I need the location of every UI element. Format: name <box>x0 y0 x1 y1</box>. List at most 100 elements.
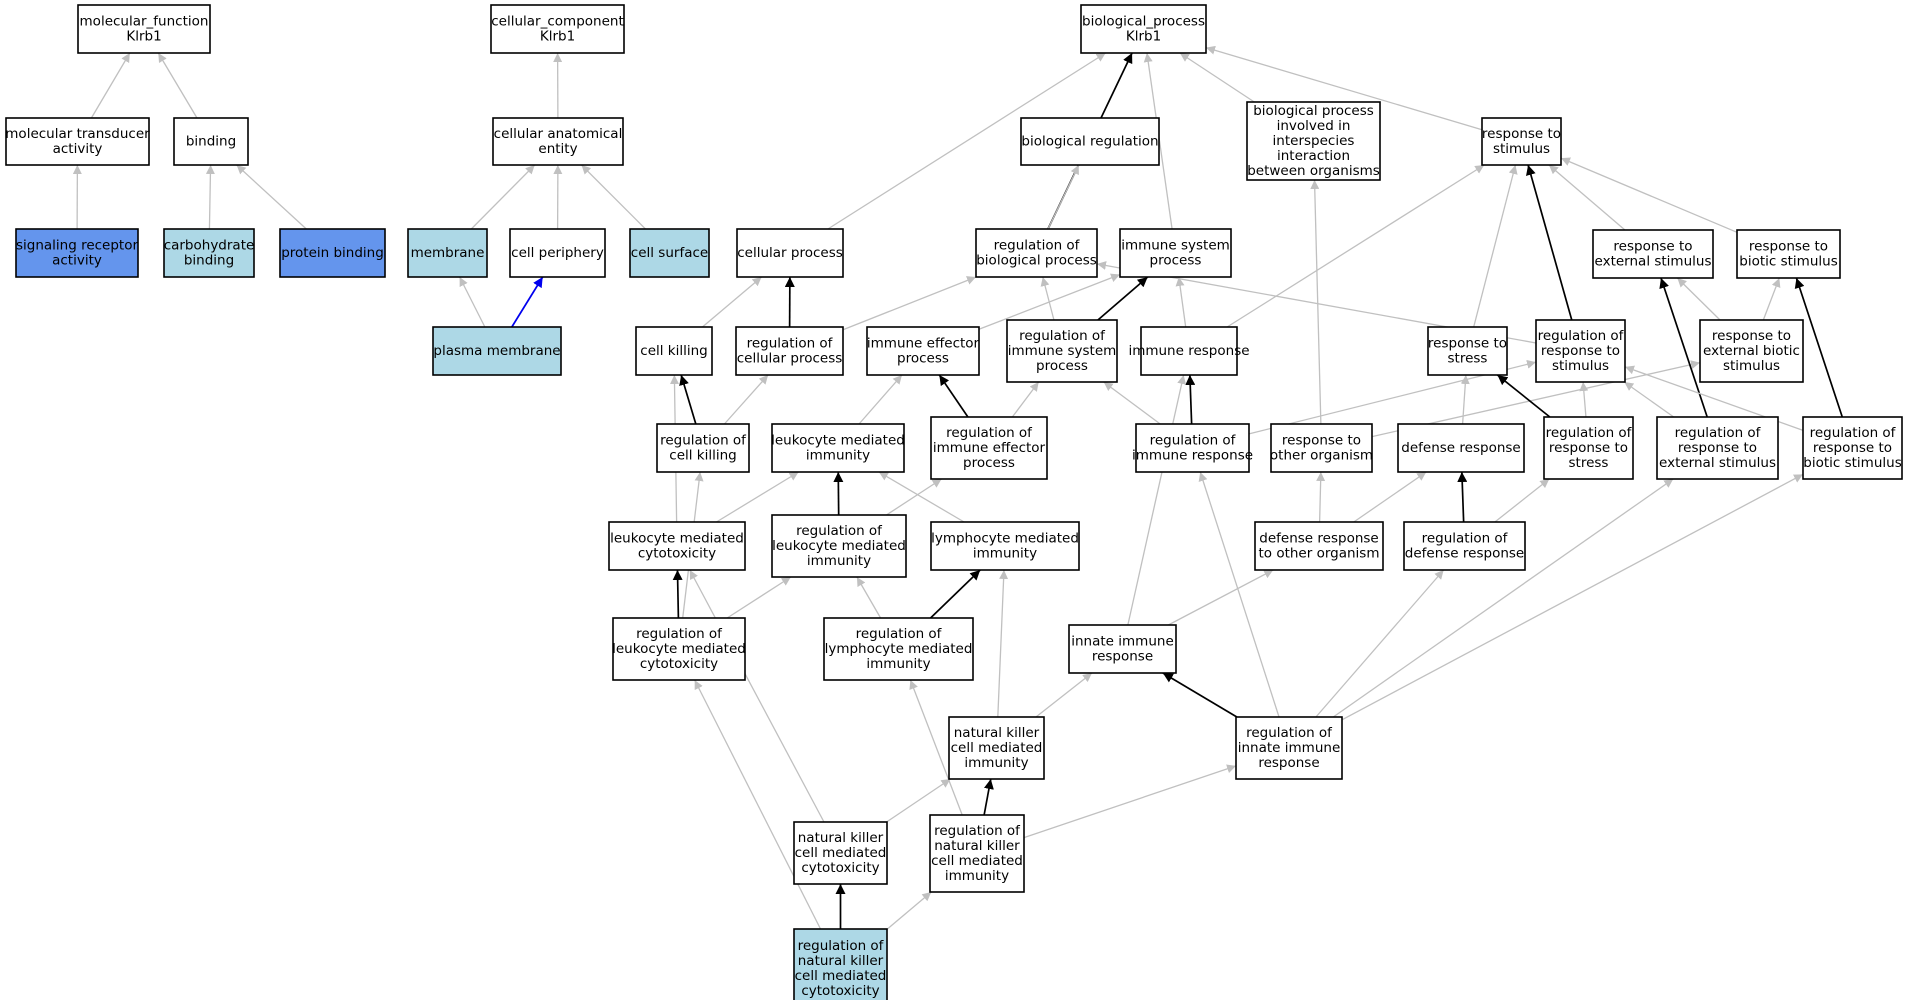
term-label-line: stimulus <box>1723 358 1780 374</box>
edge-regiir-to-regrtbs <box>1341 473 1804 721</box>
term-label-line: plasma membrane <box>433 343 560 359</box>
term-label-line: natural killer <box>798 830 884 846</box>
edge-cellproc-to-bp <box>827 52 1106 230</box>
edge-ir-to-rts <box>1226 164 1485 328</box>
edge-regnkmi-to-reglymi <box>909 679 963 816</box>
term-box <box>793 928 888 1000</box>
edge-regrtstress-to-regrts <box>1579 381 1589 418</box>
term-node-pm[interactable]: plasma membrane <box>432 326 562 376</box>
term-label-line: binding <box>184 253 234 269</box>
term-label-line: innate immune <box>1071 634 1174 650</box>
term-label-line: regulation of <box>1675 425 1762 441</box>
term-label-line: signaling receptor <box>16 238 139 254</box>
term-node-cellproc[interactable]: cellular process <box>736 228 844 278</box>
term-node-binding[interactable]: binding <box>173 117 249 166</box>
term-box <box>1006 319 1118 383</box>
term-node-dr[interactable]: defense response <box>1397 423 1525 473</box>
edge-regnkmi-to-nkmi <box>983 778 994 816</box>
term-label-line: immune system <box>1121 238 1230 254</box>
term-label-line: process <box>897 351 949 367</box>
edge-nkmi-to-iir <box>1035 672 1093 718</box>
term-label-line: defense response <box>1405 546 1524 562</box>
term-label-line: regulation of <box>798 938 885 954</box>
term-label-line: protein binding <box>281 245 384 261</box>
term-label-line: cytotoxicity <box>801 860 879 876</box>
edge-nkmc-to-nkmi <box>886 778 951 823</box>
term-node-cellper[interactable]: cell periphery <box>509 228 606 278</box>
edge-dr-to-rtstress <box>1460 374 1470 425</box>
edge-lmi-to-iep <box>858 374 903 425</box>
term-label-line: Klrb1 <box>126 29 161 45</box>
edge-membrane-to-cae <box>470 164 536 230</box>
term-label-line: binding <box>186 134 236 150</box>
term-label-line: between organisms <box>1247 163 1380 179</box>
term-box <box>1270 423 1373 473</box>
term-label-line: membrane <box>411 245 485 261</box>
term-label-line: response to <box>1678 440 1757 456</box>
term-label-line: leukocyte mediated <box>772 538 906 554</box>
term-label-line: immunity <box>945 868 1009 884</box>
term-box <box>1080 4 1207 54</box>
term-label-line: cell periphery <box>511 245 604 261</box>
term-label-line: biological regulation <box>1021 134 1158 150</box>
term-node-prot[interactable]: protein binding <box>279 228 386 278</box>
edge-regiir-to-regrtes <box>1332 478 1674 718</box>
edge-regir-to-ir <box>1185 374 1196 425</box>
term-label-line: regulation of <box>1019 328 1106 344</box>
term-node-membrane[interactable]: membrane <box>407 228 488 278</box>
term-label-line: cytotoxicity <box>801 983 879 999</box>
edge-rtes-to-rts <box>1548 164 1626 231</box>
term-label-line: cellular process <box>737 351 843 367</box>
term-label-line: regulation of <box>796 523 883 539</box>
term-node-cellsurf[interactable]: cell surface <box>629 228 710 278</box>
edge-reglmi-to-regiep <box>886 478 942 516</box>
edge-reglymi-to-reglmi <box>856 576 882 619</box>
term-box <box>492 117 624 166</box>
term-node-ir[interactable]: immune response <box>1128 326 1250 376</box>
term-box <box>1403 521 1526 571</box>
term-node-breg[interactable]: biological regulation <box>1020 117 1160 166</box>
term-box <box>509 228 606 278</box>
term-node-ck[interactable]: cell killing <box>635 326 713 376</box>
